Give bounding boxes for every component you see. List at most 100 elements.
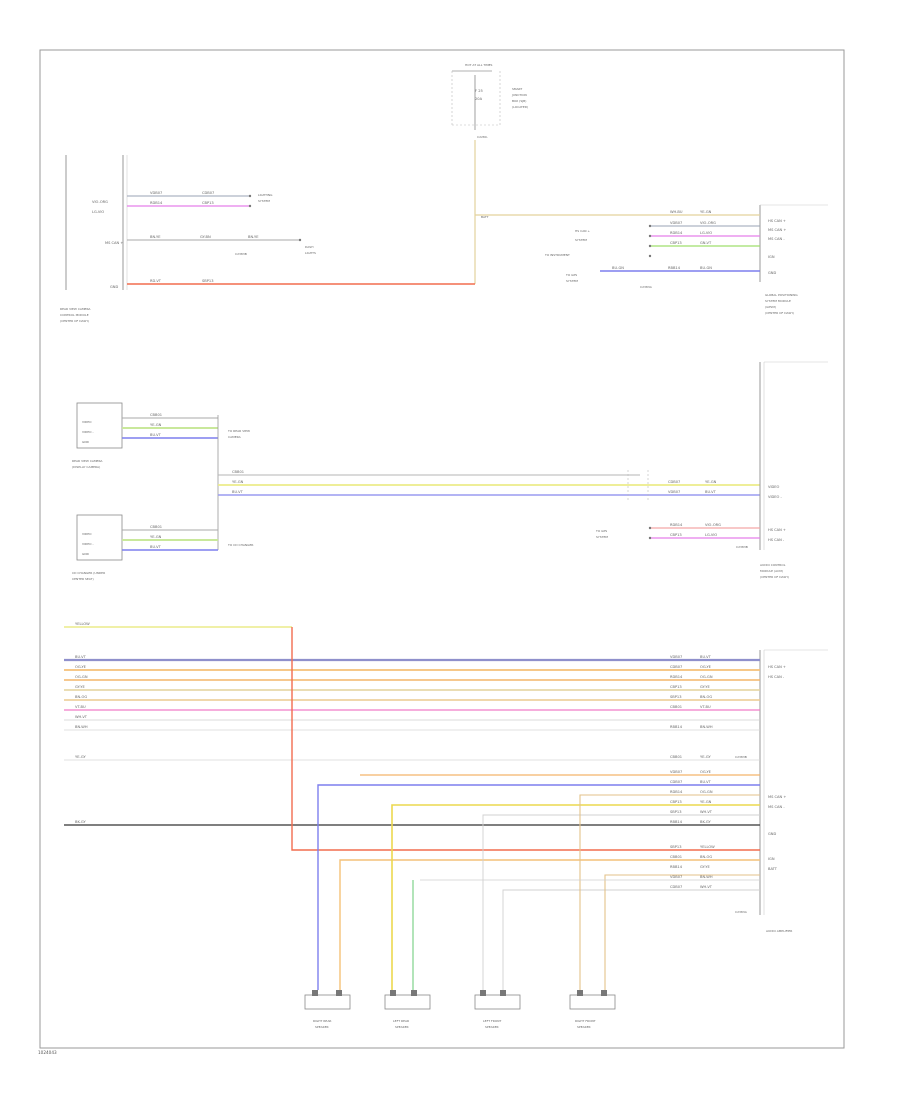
svg-text:RBB14: RBB14 <box>670 725 683 729</box>
svg-text:TO GPS: TO GPS <box>595 529 607 533</box>
svg-text:IGN: IGN <box>768 255 775 259</box>
svg-text:VDB07: VDB07 <box>670 655 682 659</box>
svg-text:LG-VIO: LG-VIO <box>92 210 104 214</box>
svg-text:BN-WH: BN-WH <box>700 875 713 879</box>
svg-text:SPEAKER: SPEAKER <box>395 1025 409 1029</box>
svg-text:SYSTEM: SYSTEM <box>258 199 270 203</box>
svg-text:C2383A: C2383A <box>640 285 653 289</box>
svg-text:VIDEO -: VIDEO - <box>82 542 94 546</box>
rear-view-camera: VIDEO VIDEO - GND REAR VIEW CAMERA (DISP… <box>72 402 123 469</box>
svg-text:VDB07: VDB07 <box>668 490 680 494</box>
svg-text:CBP13: CBP13 <box>670 685 682 689</box>
svg-text:HOT AT ALL TIMES: HOT AT ALL TIMES <box>465 63 493 67</box>
svg-text:CBB01: CBB01 <box>150 525 162 529</box>
svg-text:WH-VT: WH-VT <box>700 885 713 889</box>
svg-text:(CENTER OF DASH): (CENTER OF DASH) <box>765 311 794 315</box>
page-id: 1024043 <box>38 1050 57 1055</box>
svg-text:RDB14: RDB14 <box>670 523 683 527</box>
svg-text:BN-YE: BN-YE <box>248 235 259 239</box>
svg-text:VIDEO: VIDEO <box>82 532 92 536</box>
svg-text:BU-VT: BU-VT <box>150 433 162 437</box>
svg-text:BK-GY: BK-GY <box>700 820 711 824</box>
svg-text:WH-BU: WH-BU <box>670 210 683 214</box>
svg-text:SBP13: SBP13 <box>670 845 682 849</box>
svg-text:BK-GY: BK-GY <box>75 820 86 824</box>
svg-text:IGN: IGN <box>768 857 775 861</box>
svg-text:RBB14: RBB14 <box>668 266 681 270</box>
svg-text:CBB01: CBB01 <box>670 705 682 709</box>
svg-text:CONTROL MODULE: CONTROL MODULE <box>60 313 89 317</box>
svg-text:YELLOW: YELLOW <box>700 845 715 849</box>
svg-text:C2280-: C2280- <box>477 135 488 139</box>
svg-text:SBP13: SBP13 <box>670 695 682 699</box>
svg-text:VIDEO -: VIDEO - <box>82 430 94 434</box>
svg-text:VT-BU: VT-BU <box>75 705 86 709</box>
svg-text:AUDIO CONTROL: AUDIO CONTROL <box>760 563 786 567</box>
svg-text:REAR VIEW CAMERA: REAR VIEW CAMERA <box>72 459 103 463</box>
svg-text:MS CAN +: MS CAN + <box>768 795 786 799</box>
svg-text:C2383A: C2383A <box>735 910 748 914</box>
svg-text:OG-YE: OG-YE <box>700 770 712 774</box>
svg-text:BATT: BATT <box>768 867 778 871</box>
svg-text:GY-BN: GY-BN <box>200 235 211 239</box>
svg-text:C2383B: C2383B <box>735 755 747 759</box>
svg-text:CDB07: CDB07 <box>670 665 682 669</box>
svg-text:F 25: F 25 <box>475 89 483 93</box>
svg-text:VDB07: VDB07 <box>670 875 682 879</box>
svg-text:CDB07: CDB07 <box>670 780 682 784</box>
svg-text:VDB07: VDB07 <box>670 221 682 225</box>
svg-text:CAMERA: CAMERA <box>228 435 242 439</box>
svg-text:OG-GN: OG-GN <box>75 675 88 679</box>
svg-text:CBP13: CBP13 <box>670 800 682 804</box>
svg-text:VIDEO -: VIDEO - <box>768 495 783 499</box>
svg-text:LG-VIO: LG-VIO <box>705 533 717 537</box>
svg-text:YE-GN: YE-GN <box>232 480 244 484</box>
svg-text:(LOCATED): (LOCATED) <box>512 105 528 109</box>
svg-text:LIGHTING: LIGHTING <box>258 193 273 197</box>
svg-text:SBP13: SBP13 <box>670 810 682 814</box>
wire-red-bottom <box>291 627 760 851</box>
svg-text:CBB01: CBB01 <box>232 470 244 474</box>
svg-text:CD CHANGER (UNDER: CD CHANGER (UNDER <box>72 571 105 575</box>
svg-text:YE-GN: YE-GN <box>150 535 162 539</box>
svg-text:HS CAN +: HS CAN + <box>768 219 786 223</box>
svg-text:OG-GN: OG-GN <box>700 790 713 794</box>
svg-text:VIO-ORG: VIO-ORG <box>705 523 721 527</box>
svg-text:(GPSM): (GPSM) <box>765 305 776 309</box>
svg-text:REAR VIEW CAMERA: REAR VIEW CAMERA <box>60 307 91 311</box>
svg-text:CDB07: CDB07 <box>670 885 682 889</box>
left-top-module: VIO-ORG LG-VIO MS CAN + GND REAR VIEW CA… <box>60 155 128 323</box>
svg-text:AUDIO AMPLIFIER: AUDIO AMPLIFIER <box>766 929 792 933</box>
svg-text:GY-YE: GY-YE <box>700 865 710 869</box>
svg-text:VDB07: VDB07 <box>670 770 682 774</box>
svg-text:HS CAN +: HS CAN + <box>575 229 590 233</box>
svg-text:SYSTEM: SYSTEM <box>596 535 608 539</box>
svg-text:BU-GN: BU-GN <box>612 266 624 270</box>
svg-text:YE-GY: YE-GY <box>700 755 712 759</box>
svg-text:RDB14: RDB14 <box>670 231 683 235</box>
svg-text:VT-BU: VT-BU <box>700 705 711 709</box>
svg-text:HS CAN -: HS CAN - <box>768 675 785 679</box>
svg-text:(CENTER OF DASH): (CENTER OF DASH) <box>760 575 789 579</box>
svg-text:SBP13: SBP13 <box>202 279 214 283</box>
svg-text:SYSTEM MODULE: SYSTEM MODULE <box>765 299 791 303</box>
speaker-right-front: RIGHT FRONT SPEAKER <box>569 990 616 1029</box>
svg-text:CBP13: CBP13 <box>202 201 214 205</box>
svg-text:BU-GN: BU-GN <box>700 266 712 270</box>
svg-text:SPEAKER: SPEAKER <box>485 1025 499 1029</box>
svg-text:BATT: BATT <box>481 215 489 219</box>
audio-amplifier: AUDIO AMPLIFIER C2383A C2383B <box>735 649 828 933</box>
svg-text:BU-VT: BU-VT <box>700 780 712 784</box>
svg-text:SPEAKER: SPEAKER <box>577 1025 591 1029</box>
svg-text:CBP13: CBP13 <box>670 241 682 245</box>
svg-text:BU-VT: BU-VT <box>700 655 712 659</box>
svg-text:RIGHT REAR: RIGHT REAR <box>313 1019 331 1023</box>
svg-text:SYSTEM: SYSTEM <box>575 238 587 242</box>
svg-text:GY-YE: GY-YE <box>700 685 710 689</box>
svg-text:GND: GND <box>82 440 90 444</box>
svg-text:RBB14: RBB14 <box>670 865 683 869</box>
svg-text:BN-OG: BN-OG <box>700 855 712 859</box>
svg-text:(CENTER OF DASH): (CENTER OF DASH) <box>60 319 89 323</box>
svg-text:GND: GND <box>110 285 118 289</box>
